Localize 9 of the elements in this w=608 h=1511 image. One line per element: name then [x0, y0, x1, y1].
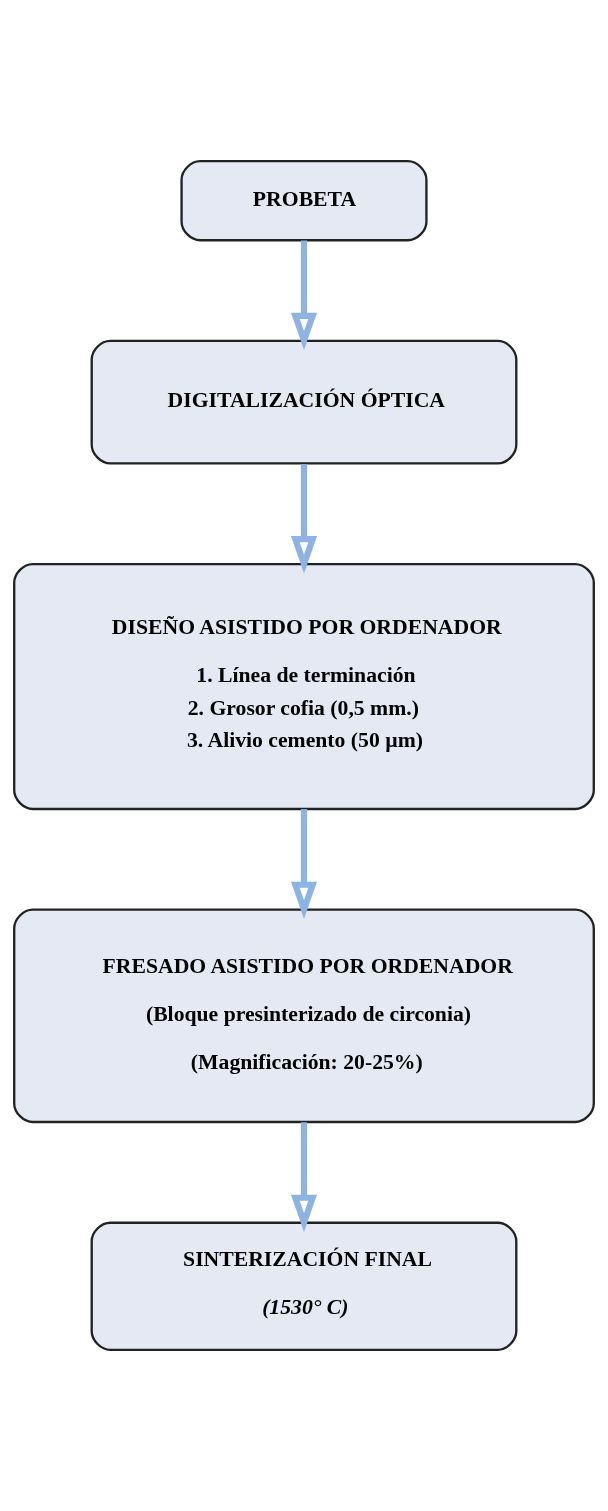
arrow — [290, 464, 318, 574]
node-box: PROBETA — [180, 160, 428, 242]
arrow — [290, 809, 318, 919]
node-box: DISEÑO ASISTIDO POR ORDENADOR 1. Línea de terminación 2. Grosor cofia (0,5 mm.) 3. Alivio cemento (50 µm) — [13, 562, 595, 811]
node-box: DIGITALIZACIÓN ÓPTICA — [90, 339, 518, 465]
node-box: FRESADO ASISTIDO POR ORDENADOR (Bloque presinterizado de circonia) (Magnificación: 20-25%) — [13, 908, 595, 1124]
node-box: SINTERIZACIÓN FINAL (1530° C) — [90, 1221, 518, 1351]
arrow — [290, 1122, 318, 1232]
arrow — [290, 240, 318, 351]
